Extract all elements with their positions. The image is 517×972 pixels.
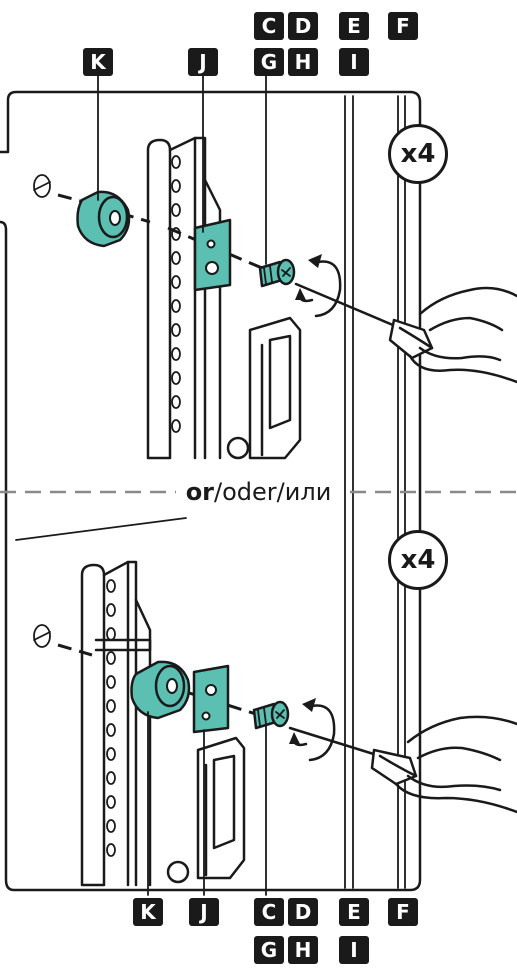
badge-i-top: I [339, 48, 369, 76]
top-arm-slots [172, 156, 180, 432]
badge-g-bottom: G [254, 936, 284, 964]
badge-c-bottom: C [254, 898, 284, 926]
or-en: or [186, 478, 214, 506]
bottom-plate-j [194, 666, 228, 732]
bottom-screwdriver [290, 717, 517, 812]
top-bracket-arm [148, 138, 300, 458]
badge-j-bottom: J [189, 898, 219, 926]
badge-e-bottom: E [339, 898, 369, 926]
bottom-screw [254, 702, 288, 728]
badge-g-top: G [254, 48, 284, 76]
or-separator-text: or/oder/или [176, 478, 342, 506]
badge-h-bottom: H [288, 936, 318, 964]
bottom-spacer-k [132, 662, 190, 718]
or-slash-2: / [277, 478, 285, 506]
top-spacer-k [78, 192, 130, 246]
top-screwdriver [296, 284, 517, 382]
quantity-badge-top: x4 [388, 124, 448, 184]
badge-k-top: K [83, 48, 113, 76]
or-de: oder [222, 478, 277, 506]
badge-f-bottom: F [388, 898, 418, 926]
bottom-ceiling-line [16, 518, 186, 540]
or-ru: или [285, 478, 332, 506]
or-separator: or/oder/или [0, 474, 517, 510]
badge-k-bottom: K [133, 898, 163, 926]
badge-d-top: D [288, 12, 318, 40]
badge-j-top: J [188, 48, 218, 76]
badge-d-bottom: D [288, 898, 318, 926]
badge-h-top: H [288, 48, 318, 76]
or-slash-1: / [214, 478, 222, 506]
quantity-badge-bottom: x4 [388, 530, 448, 590]
bottom-arm-slots [107, 580, 115, 856]
badge-f-top: F [388, 12, 418, 40]
badge-i-bottom: I [339, 936, 369, 964]
badge-e-top: E [339, 12, 369, 40]
top-rotate-arrow [295, 254, 340, 316]
top-plate-j [195, 220, 230, 290]
badge-c-top: C [254, 12, 284, 40]
